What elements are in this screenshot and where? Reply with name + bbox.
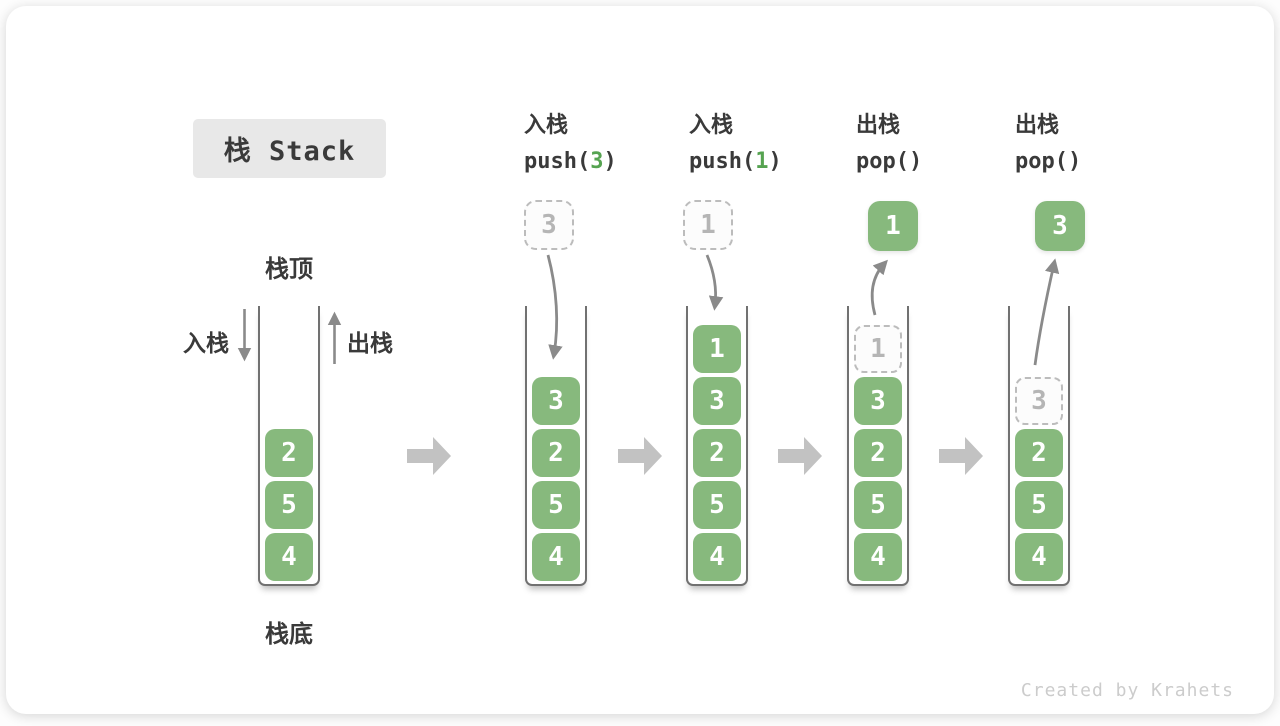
op-name: 出栈 <box>1015 112 1081 138</box>
stack-block: 3 <box>693 377 741 425</box>
stack-block: 5 <box>532 481 580 529</box>
pop-side-label: 出栈 <box>347 324 409 358</box>
popped-placeholder: 3 <box>1015 377 1063 425</box>
popped-element: 3 <box>1035 201 1085 251</box>
stack-block: 2 <box>532 429 580 477</box>
op-name: 入栈 <box>524 112 617 138</box>
op-label-push-3: 入栈 push(3) <box>524 112 617 175</box>
title-badge: 栈 Stack <box>193 119 386 178</box>
stack-container-after-push-1: 1 3 2 5 4 <box>686 306 748 586</box>
figure-card: 栈 Stack 入栈 push(3) 入栈 push(1) 出栈 pop() 出… <box>6 6 1274 714</box>
stack-block: 2 <box>854 429 902 477</box>
op-label-push-1: 入栈 push(1) <box>689 112 782 175</box>
stack-block: 2 <box>265 429 313 477</box>
stack-top-label: 栈顶 <box>246 249 332 284</box>
state-arrow-icon <box>939 437 983 475</box>
stack-block: 5 <box>854 481 902 529</box>
stack-block: 1 <box>693 325 741 373</box>
stack-block: 4 <box>265 533 313 581</box>
credit-text: Created by Krahets <box>1021 680 1234 701</box>
push-side-label: 入栈 <box>167 324 229 358</box>
push-curve-arrow-1 <box>707 255 716 305</box>
state-arrow-icon <box>618 437 662 475</box>
title-text: 栈 Stack <box>224 129 356 168</box>
stack-block: 2 <box>1015 429 1063 477</box>
op-code: pop() <box>1015 149 1081 175</box>
op-code-arg: 1 <box>755 149 768 174</box>
op-label-pop-3: 出栈 pop() <box>1015 112 1081 175</box>
op-name: 出栈 <box>856 112 922 138</box>
stack-container-initial: 2 5 4 <box>258 306 320 586</box>
stack-block: 4 <box>1015 533 1063 581</box>
stack-block: 4 <box>532 533 580 581</box>
op-code: push(1) <box>689 149 782 175</box>
arrows-overlay <box>6 6 1280 726</box>
stack-block: 4 <box>854 533 902 581</box>
stack-block: 3 <box>854 377 902 425</box>
stack-bottom-label: 栈底 <box>246 614 332 649</box>
state-arrow-icon <box>407 437 451 475</box>
stack-container-after-pop-1: 1 3 2 5 4 <box>847 306 909 586</box>
op-code: pop() <box>856 149 922 175</box>
stack-container-after-push-3: 3 2 5 4 <box>525 306 587 586</box>
incoming-element: 1 <box>683 200 733 250</box>
stack-block: 3 <box>532 377 580 425</box>
op-code: push(3) <box>524 149 617 175</box>
op-code-arg: 3 <box>590 149 603 174</box>
stack-block: 4 <box>693 533 741 581</box>
stack-block: 5 <box>265 481 313 529</box>
op-name: 入栈 <box>689 112 782 138</box>
stack-block: 5 <box>1015 481 1063 529</box>
incoming-element: 3 <box>524 200 574 250</box>
popped-element: 1 <box>868 201 918 251</box>
state-arrow-icon <box>778 437 822 475</box>
op-label-pop-1: 出栈 pop() <box>856 112 922 175</box>
stack-block: 2 <box>693 429 741 477</box>
stack-container-after-pop-3: 3 2 5 4 <box>1008 306 1070 586</box>
popped-placeholder: 1 <box>854 325 902 373</box>
stack-block: 5 <box>693 481 741 529</box>
